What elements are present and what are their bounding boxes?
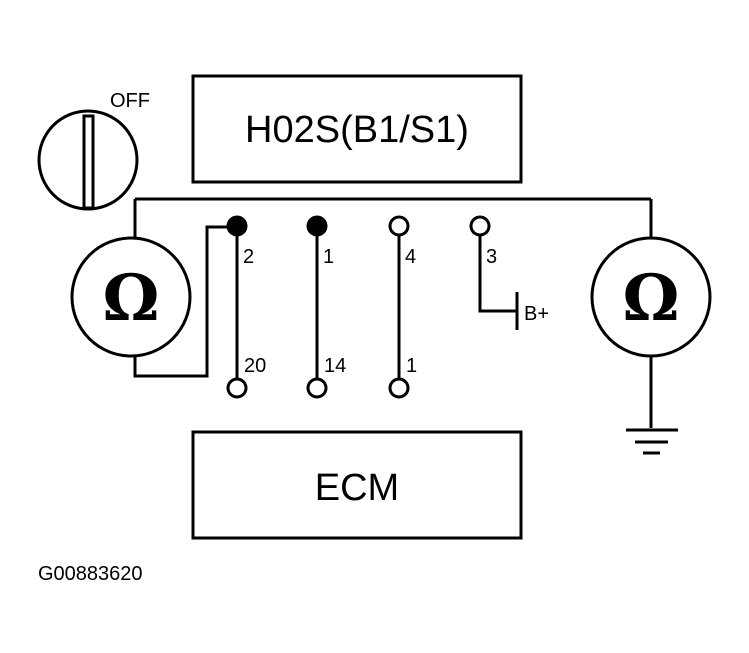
switch-label: OFF — [110, 90, 150, 112]
sensor-pin-1 — [306, 215, 328, 237]
sensor-pin-label-3: 3 — [486, 246, 497, 268]
ecm-pin-label-14: 14 — [324, 355, 346, 377]
left-ohmmeter-icon — [70, 236, 192, 358]
sensor-pin-4 — [388, 215, 410, 237]
ecm-title: ECM — [315, 467, 399, 509]
right-ohm-symbol: Ω — [623, 261, 680, 336]
sensor-pin-label-1: 1 — [323, 246, 334, 268]
ecm-pin-14 — [306, 377, 328, 399]
sensor-pin-2 — [226, 215, 248, 237]
ecm-box — [191, 430, 523, 540]
sensor-title: H02S(B1/S1) — [245, 109, 469, 151]
sensor-pin-label-4: 4 — [405, 246, 416, 268]
ignition-switch-icon — [37, 109, 139, 211]
ground-icon — [626, 428, 678, 455]
ecm-pin-1 — [388, 377, 410, 399]
sensor-pin-label-2: 2 — [243, 246, 254, 268]
battery-label: B+ — [524, 303, 549, 325]
figure-code: G00883620 — [38, 563, 143, 585]
sensor-box — [191, 74, 523, 184]
ecm-pin-label-20: 20 — [244, 355, 266, 377]
right-ohmmeter-icon — [590, 236, 712, 358]
sensor-pin-3 — [469, 215, 491, 237]
pin3-to-battery-wire — [478, 235, 517, 313]
left-meter-wire-bottom — [133, 225, 237, 378]
left-ohm-symbol: Ω — [103, 261, 160, 336]
ecm-pin-20 — [226, 377, 248, 399]
ecm-pin-label-1: 1 — [406, 355, 417, 377]
